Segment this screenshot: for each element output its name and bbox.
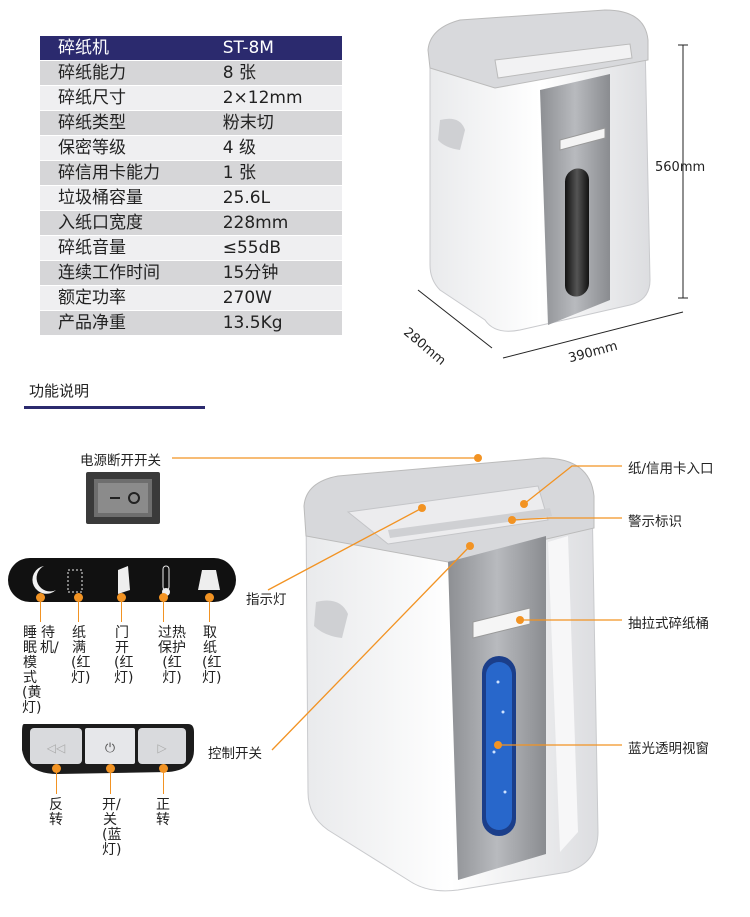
spec-label: 碎纸尺寸 xyxy=(40,85,213,111)
spec-label: 入纸口宽度 xyxy=(40,210,213,236)
power-switch-illustration xyxy=(86,472,160,524)
callout-control-switch: 控制开关 xyxy=(208,746,262,762)
control-dot xyxy=(106,764,115,773)
spec-label: 碎纸音量 xyxy=(40,235,213,261)
indicator-dot xyxy=(117,593,126,602)
spec-header-label: 碎纸机 xyxy=(40,36,213,61)
svg-text:◁◁: ◁◁ xyxy=(46,741,65,755)
callout-window: 蓝光透明视窗 xyxy=(628,741,709,757)
spec-value: 13.5Kg xyxy=(212,310,342,336)
indicator-dot xyxy=(205,593,214,602)
indicator-dot xyxy=(159,593,168,602)
spec-value: 4 级 xyxy=(212,135,342,161)
spec-value: ≤55dB xyxy=(212,235,342,261)
spec-label: 额定功率 xyxy=(40,285,213,311)
indicator-label-sleep: 睡眠模式(黄灯) xyxy=(22,625,42,716)
spec-value: 228mm xyxy=(212,210,342,236)
indicator-label-door: 门开(红灯) xyxy=(114,625,134,686)
indicator-label-overheat: 过热保护(红灯) xyxy=(158,625,186,686)
control-dot xyxy=(159,764,168,773)
spec-value: 15分钟 xyxy=(212,260,342,286)
spec-value: 270W xyxy=(212,285,342,311)
control-label-reverse: 反转 xyxy=(49,797,63,828)
svg-text:⏻: ⏻ xyxy=(105,741,115,756)
spec-label: 碎纸类型 xyxy=(40,110,213,136)
bin-full-icon xyxy=(67,569,83,593)
callout-bin: 抽拉式碎纸桶 xyxy=(628,616,709,632)
svg-text:▷: ▷ xyxy=(157,741,167,755)
callout-warning: 警示标识 xyxy=(628,514,682,530)
spec-label: 碎信用卡能力 xyxy=(40,160,213,186)
spec-label: 连续工作时间 xyxy=(40,260,213,286)
spec-label: 碎纸能力 xyxy=(40,60,213,86)
callout-indicator: 指示灯 xyxy=(246,592,287,608)
indicator-panel xyxy=(8,558,236,602)
spec-header-row: 碎纸机 ST-8M xyxy=(40,36,342,61)
section-title: 功能说明 xyxy=(29,382,90,400)
spec-value: 8 张 xyxy=(212,60,342,86)
control-panel: ◁◁ ⏻ ▷ xyxy=(22,724,194,774)
spec-label: 产品净重 xyxy=(40,310,213,336)
spec-label: 保密等级 xyxy=(40,135,213,161)
indicator-label-paper: 取纸(红灯) xyxy=(202,625,222,686)
control-label-power: 开/关(蓝灯) xyxy=(102,797,122,858)
callout-power-switch: 电源断开开关 xyxy=(80,453,161,469)
spec-label: 垃圾桶容量 xyxy=(40,185,213,211)
spec-value: 25.6L xyxy=(212,185,342,211)
moon-icon xyxy=(32,566,56,594)
spec-header-value: ST-8M xyxy=(212,36,342,61)
spec-value: 1 张 xyxy=(212,160,342,186)
shredder-top-illustration xyxy=(417,9,688,359)
section-underline xyxy=(24,406,205,409)
door-open-icon xyxy=(118,566,130,594)
spec-value: 2×12mm xyxy=(212,85,342,111)
callout-paper-slot: 纸/信用卡入口 xyxy=(628,461,714,477)
indicator-dot xyxy=(36,593,45,602)
spec-value: 粉末切 xyxy=(212,110,342,136)
indicator-label-full: 纸满(红灯) xyxy=(71,625,91,686)
paper-remove-icon xyxy=(198,570,220,590)
indicator-dot xyxy=(74,593,83,602)
spec-row: 碎纸音量≤55dB xyxy=(40,235,342,261)
dimension-height: 560mm xyxy=(655,160,706,175)
control-dot xyxy=(52,764,61,773)
spec-row: 碎纸类型粉末切 xyxy=(40,110,342,136)
control-label-forward: 正转 xyxy=(156,797,170,828)
indicator-label-standby: 待机/ xyxy=(40,625,59,656)
